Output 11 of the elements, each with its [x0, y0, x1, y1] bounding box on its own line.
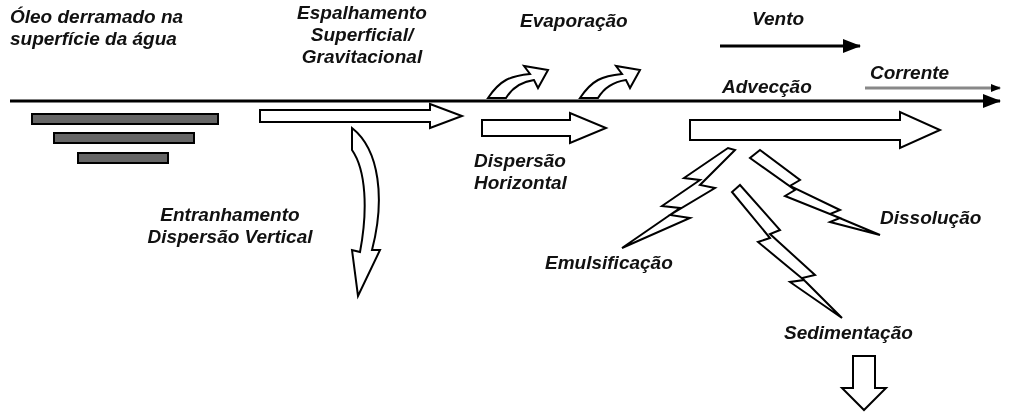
process-label: Dispersão Horizontal — [474, 150, 568, 194]
process-label: Sedimentação — [784, 322, 914, 344]
process-label: Óleo derramado na superfície da água — [10, 6, 185, 50]
process-label: Espalhamento Superficial/ Gravitacional — [296, 2, 428, 68]
process-label: Advecção — [722, 76, 813, 98]
process-label: Dissolução — [880, 207, 983, 229]
process-label: Emulsificação — [545, 252, 674, 274]
process-label: Vento — [752, 8, 806, 30]
process-label: Corrente — [870, 62, 951, 84]
process-label: Entranhamento Dispersão Vertical — [146, 204, 314, 248]
process-label: Evaporação — [520, 10, 629, 32]
